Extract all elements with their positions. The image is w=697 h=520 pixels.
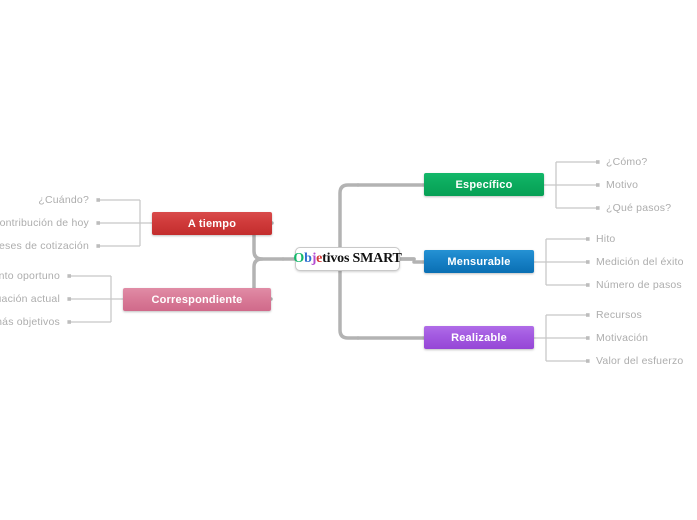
leaf-label[interactable]: uación actual: [0, 293, 60, 305]
leaf-label[interactable]: ¿Cómo?: [606, 156, 648, 168]
leaf-label[interactable]: Motivo: [606, 179, 639, 191]
leaf-label[interactable]: Medición del éxito: [596, 256, 684, 268]
leaf-label[interactable]: Número de pasos: [596, 279, 682, 291]
title-letter: A: [373, 251, 384, 266]
leaf-label[interactable]: Valor del esfuerzo: [596, 355, 684, 367]
title-letter: b: [304, 251, 312, 266]
branch-label: Específico: [455, 178, 513, 191]
title-letter: j: [311, 251, 317, 266]
branch-label: Correspondiente: [151, 293, 243, 306]
title-letter: O: [293, 251, 305, 266]
title-letter: t: [322, 251, 327, 266]
leaf-label[interactable]: ¿Cuándo?: [38, 194, 89, 206]
branch-label: Realizable: [451, 331, 507, 344]
branch-node-especifico[interactable]: Específico: [424, 173, 544, 196]
branch-node-correspondiente[interactable]: Correspondiente: [123, 288, 271, 311]
branch-label: Mensurable: [447, 255, 511, 268]
title-letter: e: [316, 251, 323, 266]
leaf-label[interactable]: más objetivos: [0, 316, 60, 328]
leaf-label[interactable]: Contribución de hoy: [0, 217, 89, 229]
leaf-label[interactable]: Hito: [596, 233, 616, 245]
title-letter: i: [326, 251, 331, 266]
branch-node-realizable[interactable]: Realizable: [424, 326, 534, 349]
branch-node-mensurable[interactable]: Mensurable: [424, 250, 534, 273]
central-node-title: Objetivos SMART: [293, 252, 401, 266]
title-letter: M: [360, 251, 374, 266]
leaf-label[interactable]: Motivación: [596, 332, 649, 344]
title-letter: S: [352, 251, 361, 266]
leaf-label[interactable]: meses de cotización: [0, 240, 89, 252]
title-letter: v: [330, 251, 338, 266]
central-node[interactable]: Objetivos SMART: [293, 247, 402, 271]
title-letter: T: [392, 251, 402, 266]
leaf-label[interactable]: Recursos: [596, 309, 642, 321]
branch-node-a-tiempo[interactable]: A tiempo: [152, 212, 272, 235]
leaf-label[interactable]: ento oportuno: [0, 270, 60, 282]
branch-label: A tiempo: [187, 217, 237, 230]
title-letter: o: [337, 251, 344, 266]
leaf-label[interactable]: ¿Qué pasos?: [606, 202, 672, 214]
